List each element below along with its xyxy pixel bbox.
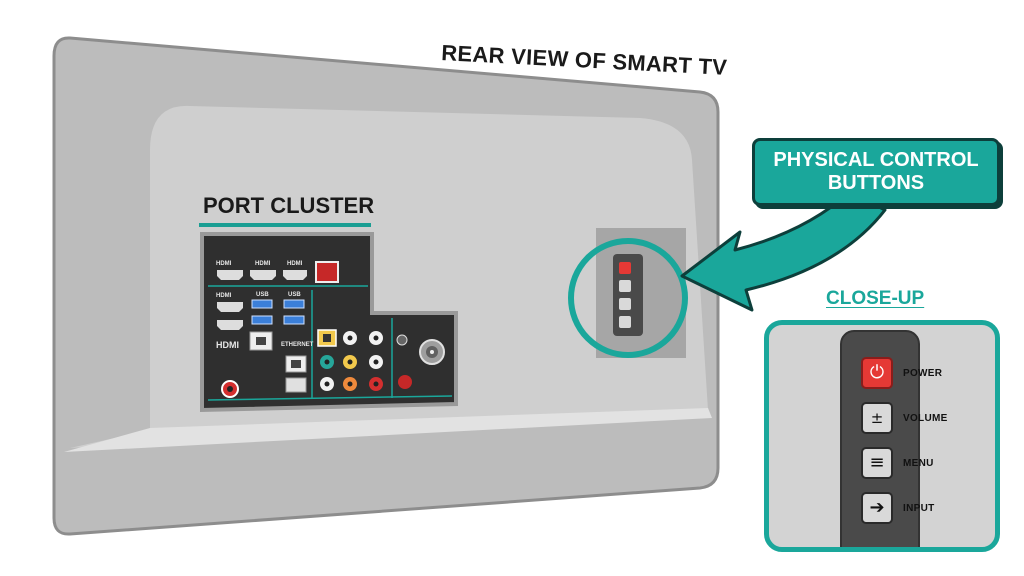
arrow-right-icon: ➔ bbox=[869, 497, 885, 518]
control-strip bbox=[613, 254, 643, 336]
hdmi-usb-ports: HDMI USB USB bbox=[216, 292, 305, 330]
port-cluster-label: PORT CLUSTER bbox=[203, 193, 375, 218]
hdmi-small-label: HDMI bbox=[216, 293, 232, 299]
mini-volume-button bbox=[619, 280, 631, 292]
hdmi-small-label: HDMI bbox=[216, 261, 232, 267]
power-icon: ⏻ bbox=[869, 362, 885, 383]
mini-input-button bbox=[619, 316, 631, 328]
tv-ledge bbox=[64, 408, 712, 452]
mini-menu-button bbox=[619, 298, 631, 310]
hdmi-ports-row-1: HDMI HDMI HDMI bbox=[216, 261, 307, 280]
antenna-connector bbox=[419, 339, 445, 365]
ethernet-label: ETHERNET bbox=[281, 342, 314, 348]
closeup-label: CLOSE-UP bbox=[826, 288, 925, 309]
hdmi-small-label: HDMI bbox=[287, 261, 303, 267]
optical-port bbox=[315, 261, 339, 283]
hdmi-small-label: HDMI bbox=[255, 261, 271, 267]
callout-label: PHYSICAL CONTROL BUTTONS bbox=[773, 149, 979, 194]
closeup-panel: ⏻ POWER ± VOLUME ≡ MENU ➔ INPUT bbox=[764, 320, 1000, 552]
volume-label: VOLUME bbox=[903, 413, 948, 424]
port-dividers bbox=[207, 285, 453, 401]
input-button[interactable]: ➔ bbox=[861, 492, 893, 524]
magnifier-circle bbox=[568, 238, 688, 358]
callout-arrow bbox=[680, 190, 887, 312]
hdmi-label: HDMI bbox=[216, 340, 239, 350]
menu-label: MENU bbox=[903, 458, 934, 469]
mini-power-button bbox=[619, 262, 631, 274]
input-label: INPUT bbox=[903, 503, 935, 514]
menu-button[interactable]: ≡ bbox=[861, 447, 893, 479]
volume-button[interactable]: ± bbox=[861, 402, 893, 434]
power-label: POWER bbox=[903, 368, 943, 379]
usb-small-label: USB bbox=[256, 292, 269, 298]
usb-small-label: USB bbox=[288, 292, 301, 298]
physical-control-buttons-callout: PHYSICAL CONTROL BUTTONS bbox=[752, 138, 1000, 206]
av-jacks bbox=[317, 329, 412, 391]
menu-icon: ≡ bbox=[869, 452, 885, 473]
plus-minus-icon: ± bbox=[870, 408, 884, 427]
power-button[interactable]: ⏻ bbox=[861, 357, 893, 389]
serial-port bbox=[285, 377, 307, 393]
port-cluster-underline bbox=[199, 223, 371, 227]
